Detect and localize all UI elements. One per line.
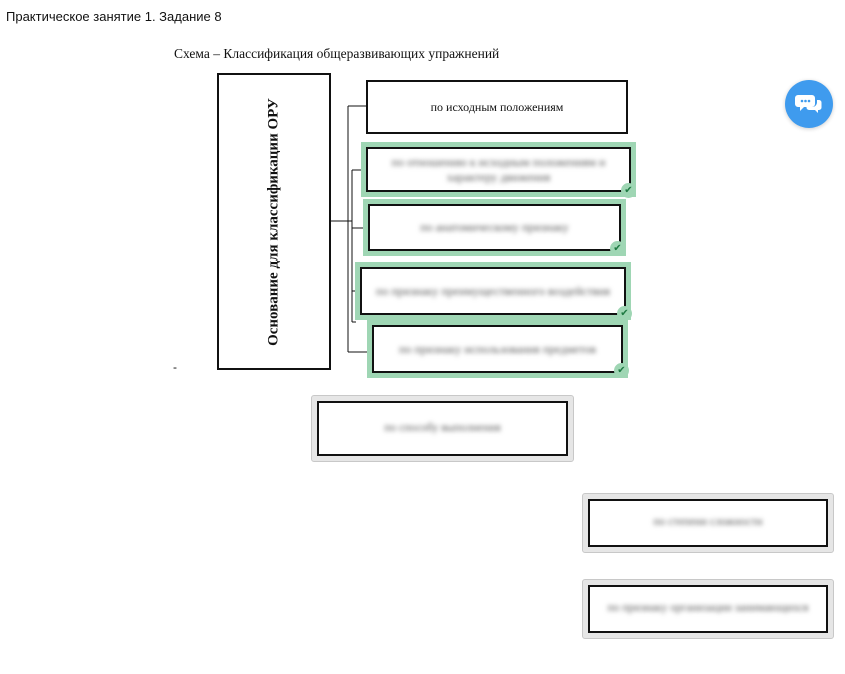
scheme-caption: Схема – Классификация общеразвивающих уп… xyxy=(174,46,500,61)
drop-slot-3[interactable]: по признаку преимущественного воздействи… xyxy=(360,267,626,315)
slot-label: по анатомическому признаку xyxy=(420,220,569,235)
classification-root-box: Основание для классификации ОРУ xyxy=(217,73,331,370)
draggable-option-label: по степени сложности xyxy=(653,516,763,529)
draggable-option-box: по степени сложности xyxy=(588,499,828,547)
dash-mark: - xyxy=(173,360,177,374)
scheme-item-label: по исходным положениям xyxy=(430,99,564,114)
check-icon: ✔ xyxy=(621,183,636,198)
drop-slot-1[interactable]: по отношению к исходным положениям и хар… xyxy=(366,147,631,192)
scheme-item-initial-positions: по исходным положениям xyxy=(366,80,628,134)
chat-bubbles-icon xyxy=(795,95,822,113)
classification-root-label: Основание для классификации ОРУ xyxy=(265,97,282,346)
task-title: Практическое занятие 1. Задание 8 xyxy=(6,9,222,24)
draggable-option-box: по признаку организации занимающихся xyxy=(588,585,828,633)
chat-button[interactable] xyxy=(785,80,833,128)
drop-slot-2[interactable]: по анатомическому признаку xyxy=(368,204,621,251)
check-icon: ✔ xyxy=(614,363,629,378)
check-icon: ✔ xyxy=(610,241,625,256)
check-icon: ✔ xyxy=(617,306,632,321)
slot-label: по отношению к исходным положениям и хар… xyxy=(391,155,606,184)
draggable-option-3[interactable]: по признаку организации занимающихся xyxy=(582,579,834,639)
draggable-option-box: по способу выполнения xyxy=(317,401,568,456)
drop-slot-4[interactable]: по признаку использования предметов xyxy=(372,325,623,373)
slot-label: по признаку преимущественного воздействи… xyxy=(375,283,611,298)
slot-label: по признаку использования предметов xyxy=(398,341,597,356)
draggable-option-label: по признаку организации занимающихся xyxy=(607,602,809,615)
draggable-option-label: по способу выполнения xyxy=(384,421,501,434)
draggable-option-1[interactable]: по способу выполнения xyxy=(311,395,574,462)
draggable-option-2[interactable]: по степени сложности xyxy=(582,493,834,553)
